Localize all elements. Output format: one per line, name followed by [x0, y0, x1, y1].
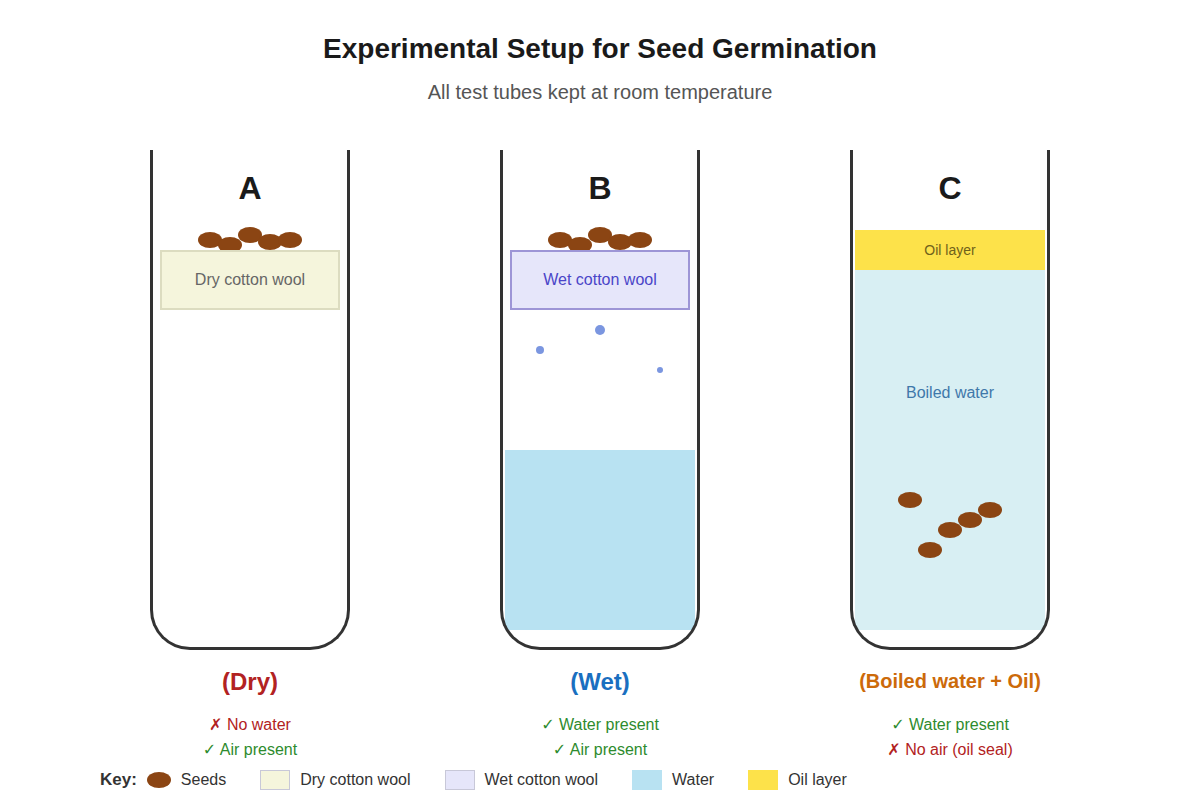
condition-note: ✓ Air present: [80, 740, 420, 759]
cotton-wool-box: Wet cotton wool: [510, 250, 690, 310]
legend-text: Wet cotton wool: [485, 771, 599, 789]
water-fill: [505, 450, 695, 630]
tube-letter: C: [853, 170, 1047, 206]
tube-letter: B: [503, 170, 697, 206]
diagram-title: Experimental Setup for Seed Germination: [0, 33, 1200, 65]
legend-text: Oil layer: [788, 771, 847, 789]
water-droplet: [657, 367, 663, 373]
cotton-wool-box: Dry cotton wool: [160, 250, 340, 310]
node-text: Wet cotton wool: [543, 270, 657, 290]
condition-note: ✓ Water present: [430, 715, 770, 734]
legend-title: Key:: [100, 770, 137, 790]
node-text: Oil layer: [924, 240, 975, 260]
legend-item: Dry cotton wool: [260, 770, 410, 790]
legend-text: Dry cotton wool: [300, 771, 410, 789]
test-tube: B Wet cotton wool: [500, 150, 700, 650]
legend-text: Seeds: [181, 771, 226, 789]
legend-swatch: [260, 770, 290, 790]
legend-swatch: [748, 770, 778, 790]
condition-note: ✗ No air (oil seal): [780, 740, 1120, 759]
subtitle: All test tubes kept at room temperature: [100, 81, 1100, 104]
water-droplet: [536, 346, 544, 354]
test-tube: C Oil layerBoiled water: [850, 150, 1050, 650]
seeds: [898, 492, 1002, 558]
boiled-water-region: Boiled water: [855, 270, 1045, 630]
legend-item: Wet cotton wool: [445, 770, 599, 790]
water-droplet: [595, 325, 605, 335]
tube-letter: A: [153, 170, 347, 206]
condition-heading: (Boiled water + Oil): [780, 670, 1120, 693]
node-text: Dry cotton wool: [195, 270, 305, 290]
condition-note: ✓ Air present: [430, 740, 770, 759]
boiled-water-fill: [855, 270, 1045, 630]
legend-swatch: [445, 770, 475, 790]
legend-swatch: [632, 770, 662, 790]
oil-layer-band: Oil layer: [855, 230, 1045, 270]
legend-swatch: [147, 772, 171, 788]
condition-note: ✓ Water present: [780, 715, 1120, 734]
condition-heading: (Wet): [430, 668, 770, 696]
test-tube: A Dry cotton wool: [150, 150, 350, 650]
condition-heading: (Dry): [80, 668, 420, 696]
condition-note: ✗ No water: [80, 715, 420, 734]
legend-item: Water: [632, 770, 714, 790]
legend-text: Water: [672, 771, 714, 789]
node-text: Boiled water: [906, 383, 994, 403]
legend: Key: Seeds Dry cotton wool Wet cotton wool W…: [100, 770, 847, 790]
legend-item: Oil layer: [748, 770, 847, 790]
legend-item: Seeds: [147, 771, 226, 789]
